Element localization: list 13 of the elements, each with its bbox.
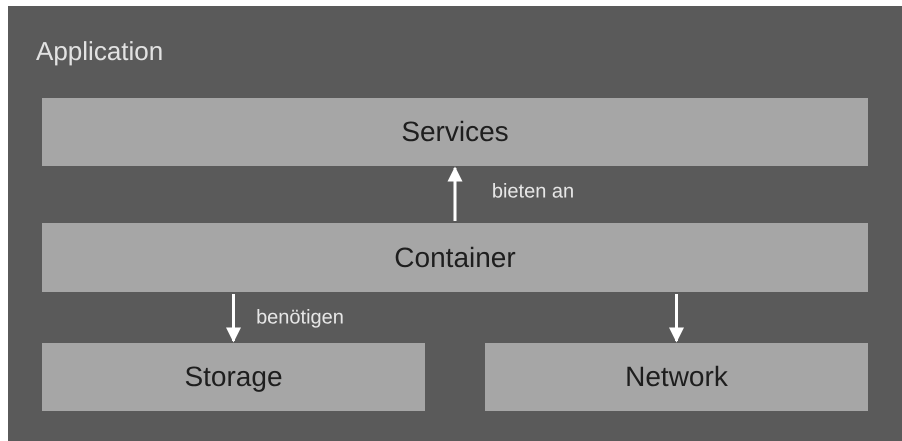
process-box (42, 343, 425, 411)
arrow (226, 294, 241, 342)
box-label: Container (394, 242, 516, 274)
process-box (485, 343, 868, 411)
process-box (42, 223, 868, 292)
box-label: Network (625, 361, 728, 393)
arrow (448, 166, 462, 221)
group-panel (8, 6, 902, 441)
process-box (42, 98, 868, 166)
box-label: Services (401, 116, 509, 148)
arrow (669, 294, 684, 342)
box-label: Storage (184, 361, 283, 393)
group-title: Application (36, 36, 164, 67)
